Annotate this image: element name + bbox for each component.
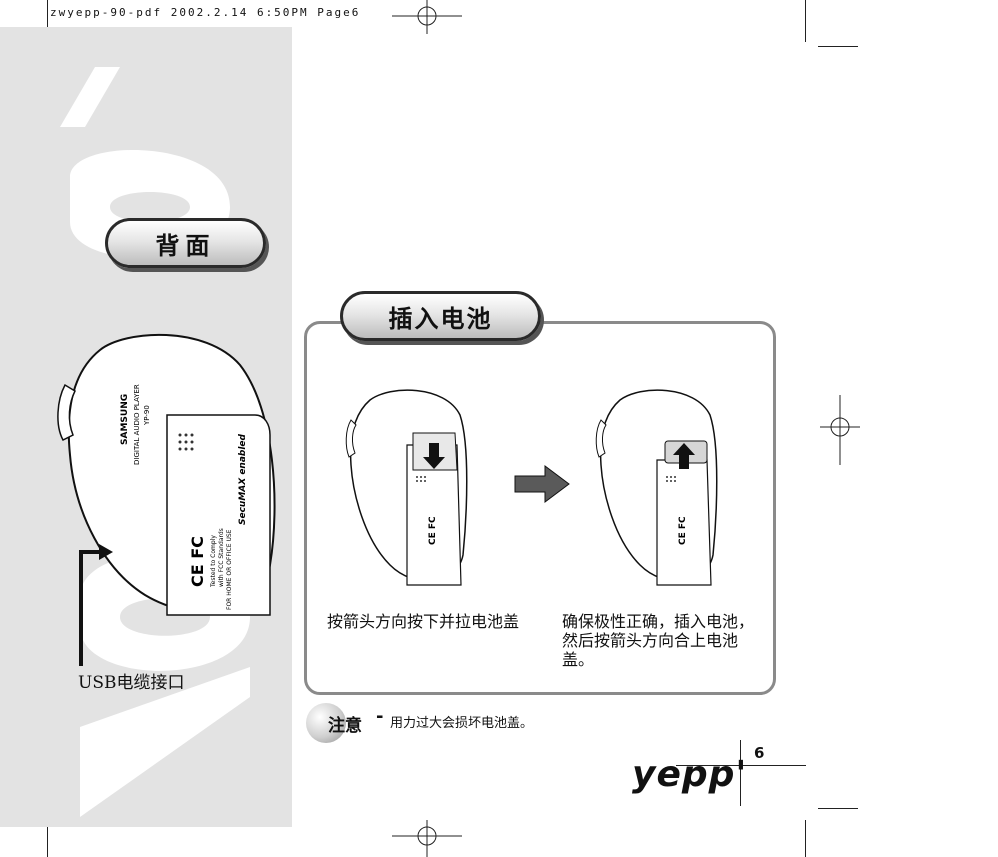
- device-back-illustration: SAMSUNG DIGITAL AUDIO PLAYER YP-90 SecuM…: [57, 333, 276, 616]
- step1-device-cert: CE FC: [428, 516, 438, 545]
- footer-divider-vertical: [740, 740, 741, 806]
- crop-mark: [47, 0, 48, 42]
- device-secumax-text: SecuMAX enabled: [238, 433, 248, 525]
- step2-caption: 确保极性正确，插入电池，然后按箭头方向合上电池盖。: [562, 612, 755, 669]
- crop-mark: [47, 820, 48, 857]
- crop-mark: [818, 46, 858, 47]
- section-battery-title: 插入电池: [340, 291, 541, 341]
- section-back-title: 背面: [105, 218, 266, 268]
- note-label: 注意: [328, 716, 362, 736]
- step-transition-arrow: [514, 465, 570, 503]
- crop-mark: [805, 820, 806, 857]
- footer-divider-horizontal: [676, 765, 806, 766]
- step1-caption: 按箭头方向按下并拉电池盖: [327, 612, 520, 631]
- page-number: 6: [754, 744, 765, 762]
- device-product-text: DIGITAL AUDIO PLAYER: [133, 384, 141, 465]
- device-fcc-line2: with FCC Standards: [218, 528, 225, 587]
- device-cert-text: CE FC: [188, 536, 207, 587]
- usb-port-label: USB电缆接口: [78, 673, 185, 693]
- crop-mark: [805, 0, 806, 42]
- step2-device-cert: CE FC: [678, 516, 688, 545]
- registration-target-right: [820, 395, 860, 465]
- device-brand-text: SAMSUNG: [120, 394, 130, 445]
- print-header: zwyepp-90-pdf 2002.2.14 6:50PM Page6: [50, 6, 361, 19]
- usb-pointer-arrow: [79, 544, 113, 666]
- crop-mark: [818, 808, 858, 809]
- registration-target-top: [392, 0, 462, 34]
- step2-device-illustration: CE FC: [595, 389, 718, 586]
- note-bubble-icon: [306, 703, 346, 743]
- device-fcc-line3: FOR HOME OR OFFICE USE: [226, 529, 233, 610]
- step1-device-illustration: CE FC: [345, 389, 468, 586]
- note-dash: -: [376, 706, 384, 727]
- registration-target-bottom: [392, 820, 462, 857]
- device-fcc-line1: Tested to Comply: [210, 535, 217, 588]
- device-model-text: YP-90: [143, 405, 151, 426]
- note-text: 用力过大会损坏电池盖。: [390, 716, 534, 731]
- yepp-logo: yepp': [632, 754, 748, 795]
